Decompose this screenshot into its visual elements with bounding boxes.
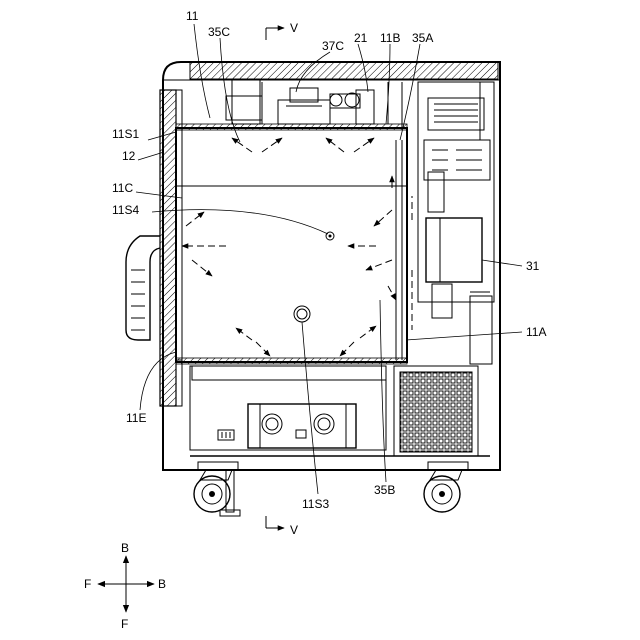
label-35c: 35C [208,25,230,39]
label-v-top: V [290,21,298,35]
direction-down-label: F [121,617,128,631]
direction-indicator: B F F B [84,541,166,631]
label-37c: 37C [322,39,344,53]
door-handle [126,236,160,340]
airflow-arrows [182,138,412,356]
label-35b: 35B [374,483,395,497]
lower-compartment [190,366,386,450]
label-12: 12 [122,149,136,163]
direction-left-label: F [84,577,91,591]
label-11b: 11B [380,31,400,45]
base-and-casters [190,456,490,516]
top-equipment [226,80,402,128]
label-11a: 11A [526,325,546,339]
cooking-chamber [176,124,407,364]
label-11s3: 11S3 [302,497,329,511]
direction-up-label: B [121,541,129,555]
radiator-grid [394,366,478,456]
label-v-bottom: V [290,523,298,537]
section-line-v [266,28,284,528]
label-11s1: 11S1 [112,127,139,141]
label-11: 11 [186,9,199,23]
label-11s4: 11S4 [112,203,139,217]
label-11c: 11C [112,181,133,195]
right-equipment [418,82,494,364]
ports [294,232,334,322]
reference-labels: 11 35C V 37C 21 11B 35A 11S1 12 11C 11S4… [112,9,546,537]
label-11e: 11E [126,411,146,425]
label-21: 21 [354,31,368,45]
label-31: 31 [526,259,540,273]
label-35a: 35A [412,31,433,45]
direction-right-label: B [158,577,166,591]
